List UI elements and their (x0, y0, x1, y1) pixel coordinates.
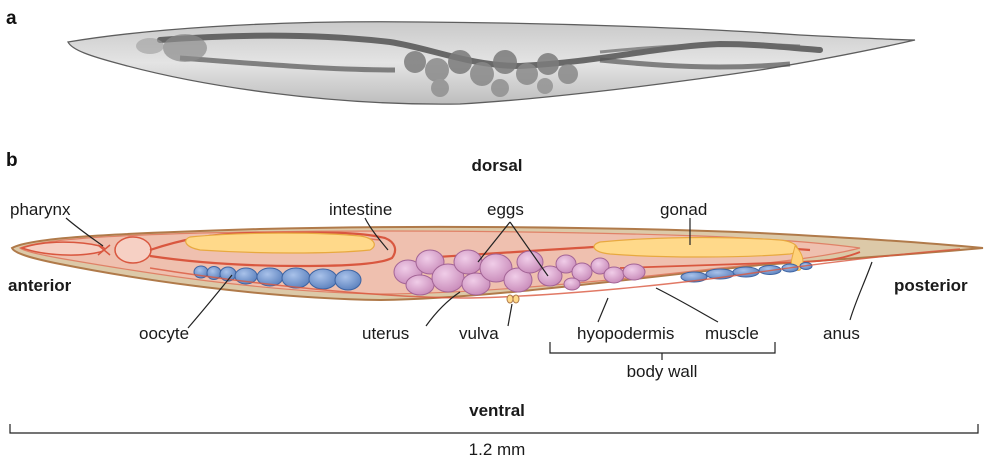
scale-bar-label: 1.2 mm (469, 440, 526, 459)
label-ventral: ventral (469, 401, 525, 420)
label-eggs: eggs (487, 200, 524, 219)
label-pharynx: pharynx (10, 200, 71, 219)
gonad-posterior (594, 238, 797, 257)
label-posterior: posterior (894, 276, 968, 295)
pharynx-bulb (115, 237, 151, 263)
label-anus: anus (823, 324, 860, 343)
label-anterior: anterior (8, 276, 72, 295)
panel-label-a: a (6, 8, 17, 29)
vulva-structure (513, 295, 519, 303)
label-muscle: muscle (705, 324, 759, 343)
label-dorsal: dorsal (471, 156, 522, 175)
body-wall-bracket (550, 342, 775, 353)
panel-label-b: b (6, 150, 18, 171)
label-vulva: vulva (459, 324, 499, 343)
label-intestine: intestine (329, 200, 392, 219)
label-body-wall: body wall (627, 362, 698, 381)
label-oocyte: oocyte (139, 324, 189, 343)
label-hyopodermis: hyopodermis (577, 324, 674, 343)
label-uterus: uterus (362, 324, 409, 343)
label-gonad: gonad (660, 200, 707, 219)
gonad-anterior (186, 233, 375, 253)
scale-bar (10, 424, 978, 433)
worm-micrograph (68, 22, 915, 104)
